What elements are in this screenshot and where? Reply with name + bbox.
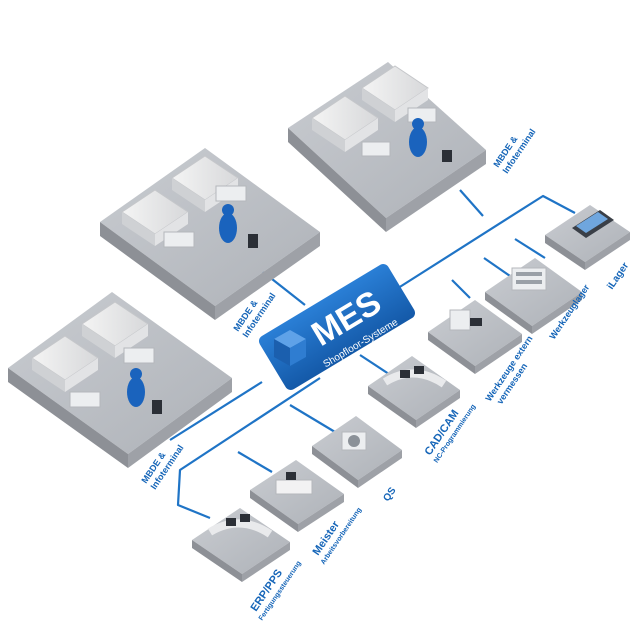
cad-cam-desk: [382, 366, 447, 388]
operator-icon: [219, 213, 237, 243]
line-mbde-left: [169, 381, 263, 441]
cell-left: [8, 292, 232, 468]
qs-device: [341, 431, 367, 451]
platform-cad-cam: [368, 356, 460, 428]
line-werkzeuge-extern: [483, 257, 511, 277]
label-text: iLager: [605, 261, 631, 292]
platform-ilager: [545, 205, 630, 270]
operator-icon: [127, 377, 145, 407]
line-mbde-top-right: [459, 189, 484, 217]
machines-middle: [121, 155, 258, 248]
line-bus-lower: [176, 377, 321, 520]
line-bus-main: [394, 194, 576, 291]
erp-desk: [207, 514, 273, 538]
ilager-terminal: [572, 210, 614, 238]
label-mbde-top-right: MBDE & Infoterminal: [491, 127, 537, 175]
cube-icon: [274, 330, 306, 366]
machines-top-right: [311, 65, 452, 162]
measuring-device: [449, 309, 482, 331]
machines-left: [31, 301, 162, 414]
line-qs: [289, 404, 336, 433]
label-text: QS: [381, 485, 398, 503]
operator-icon: [409, 127, 427, 157]
label-qs: QS: [381, 485, 398, 503]
meister-desk: [275, 472, 313, 495]
label-ilager: iLager: [605, 261, 631, 292]
line-cad-cam: [451, 279, 471, 299]
cell-middle: [100, 148, 320, 320]
werkzeuglager-rack: [511, 267, 547, 291]
line-meister: [237, 451, 273, 473]
platform-werkzeuglager: [485, 258, 582, 334]
line-werkzeuglager: [514, 238, 546, 259]
